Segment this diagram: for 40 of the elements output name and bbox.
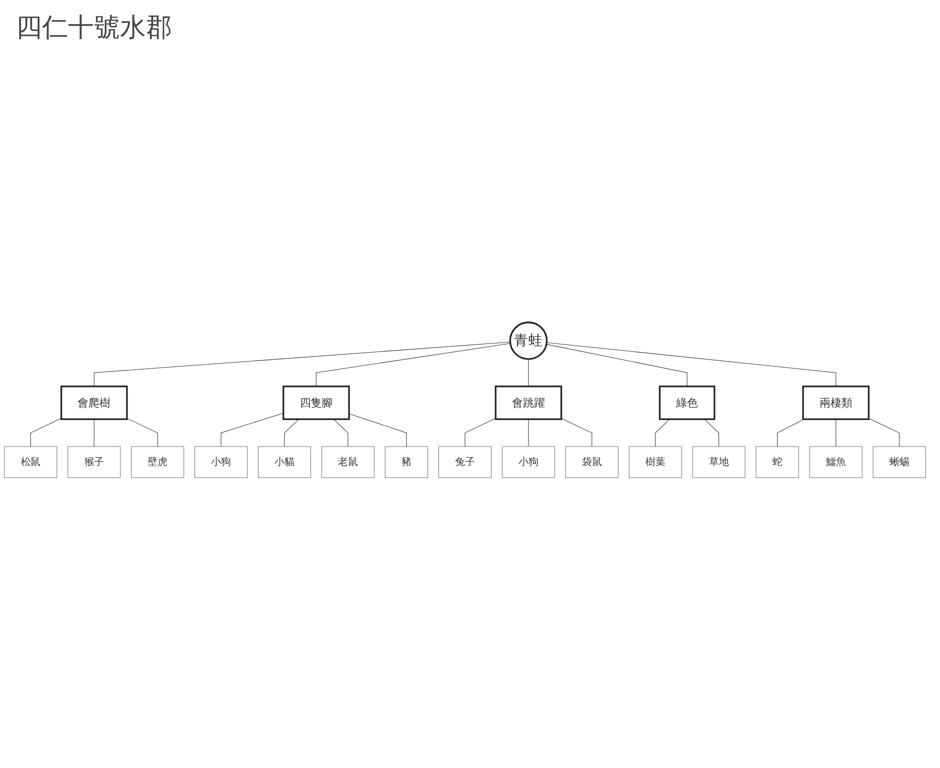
connector bbox=[561, 418, 592, 447]
node-box: 小貓 bbox=[258, 446, 311, 478]
node-box: 蛇 bbox=[756, 446, 799, 478]
node-box: 兔子 bbox=[438, 446, 492, 478]
node-box: 樹葉 bbox=[628, 446, 682, 478]
connector bbox=[868, 418, 900, 447]
node-box: 綠色 bbox=[658, 386, 716, 420]
connector bbox=[94, 342, 510, 387]
connector bbox=[284, 418, 300, 447]
node-box: 小狗 bbox=[502, 446, 555, 478]
node-box: 松鼠 bbox=[4, 446, 58, 478]
node-box: 會爬樹 bbox=[60, 386, 128, 420]
node-box: 蜥蜴 bbox=[872, 446, 926, 478]
connector bbox=[655, 418, 670, 447]
node-box: 小狗 bbox=[194, 446, 248, 478]
connector bbox=[30, 418, 62, 447]
node-box: 會跳躍 bbox=[494, 386, 562, 420]
node-box: 鱷魚 bbox=[809, 446, 862, 478]
connector bbox=[546, 344, 688, 387]
node-circle: 青蛙 bbox=[509, 322, 548, 360]
connector bbox=[464, 418, 496, 447]
node-box: 猴子 bbox=[68, 446, 121, 478]
connector bbox=[528, 418, 529, 447]
connector bbox=[333, 418, 348, 447]
node-box: 兩棲類 bbox=[802, 386, 870, 420]
title: 四仁十號水郡 bbox=[16, 12, 173, 45]
connector bbox=[546, 342, 836, 387]
connector bbox=[777, 418, 804, 447]
node-box: 老鼠 bbox=[321, 446, 374, 478]
connector bbox=[126, 418, 158, 447]
connector bbox=[316, 343, 511, 387]
node-box: 袋鼠 bbox=[565, 446, 618, 478]
node-box: 草地 bbox=[692, 446, 746, 478]
connector bbox=[704, 418, 720, 447]
connector bbox=[220, 412, 284, 447]
connector bbox=[528, 358, 529, 387]
connector bbox=[348, 413, 407, 447]
node-box: 壁虎 bbox=[131, 446, 184, 478]
node-box: 四隻腳 bbox=[282, 386, 350, 420]
node-box: 豬 bbox=[384, 446, 428, 478]
